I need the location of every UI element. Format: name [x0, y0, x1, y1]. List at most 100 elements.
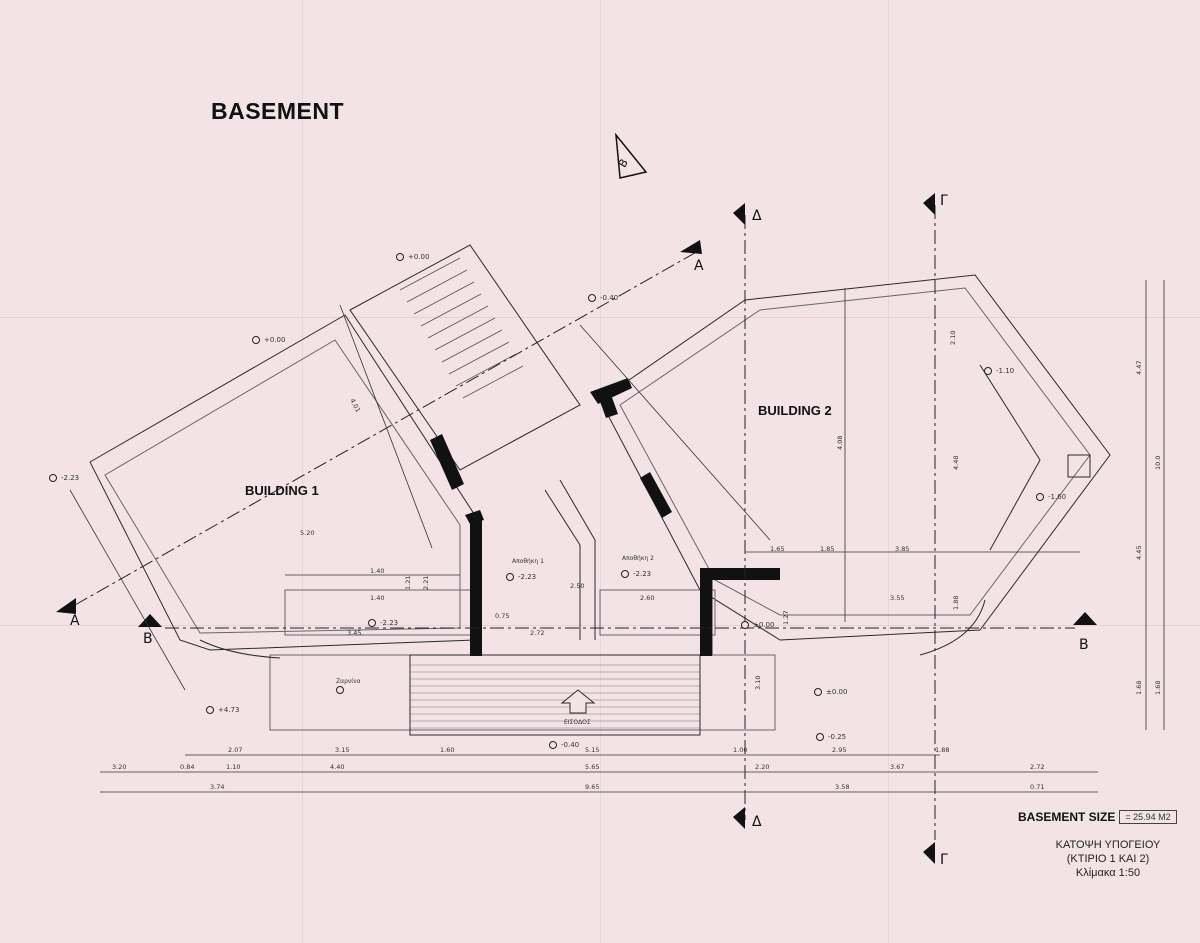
building-2-inner-wall [979, 364, 1041, 551]
svg-text:-2.23: -2.23 [380, 619, 398, 627]
svg-text:1.88: 1.88 [952, 596, 960, 610]
svg-text:4.48: 4.48 [952, 456, 960, 470]
caption-line-1: ΚΑΤΟΨΗ ΥΠΟΓΕΙΟΥ [1055, 839, 1161, 851]
partition [559, 479, 596, 640]
svg-text:B: B [616, 157, 631, 170]
entrance-arrow-icon [560, 689, 596, 714]
svg-text:4.47: 4.47 [1135, 361, 1143, 375]
section-marker-icon [923, 842, 935, 864]
building-2-label: BUILDING 2 [758, 403, 832, 418]
svg-text:2.60: 2.60 [640, 594, 654, 602]
svg-text:3.10: 3.10 [754, 676, 762, 690]
svg-text:4.01: 4.01 [348, 397, 362, 414]
svg-text:B: B [143, 631, 153, 647]
page-title: BASEMENT [211, 98, 345, 124]
svg-text:+0.00: +0.00 [264, 336, 285, 344]
fold-line [600, 0, 601, 943]
svg-text:Δ: Δ [752, 814, 762, 830]
svg-text:2.72: 2.72 [1030, 763, 1044, 771]
north-marker-icon [615, 132, 648, 179]
svg-text:1.40: 1.40 [370, 594, 384, 602]
basement-size-value: = 25.94 M2 [1119, 810, 1177, 824]
svg-text:4.45: 4.45 [1135, 546, 1143, 560]
svg-text:-2.23: -2.23 [518, 573, 536, 581]
svg-text:1.40: 1.40 [370, 567, 384, 575]
section-lines [74, 205, 1075, 840]
svg-text:2.72: 2.72 [530, 629, 544, 637]
section-marker-icon [56, 598, 76, 614]
svg-text:3.55: 3.55 [890, 594, 904, 602]
svg-text:0.71: 0.71 [1030, 783, 1044, 791]
svg-text:1.88: 1.88 [935, 746, 949, 754]
level-markers [49, 253, 1044, 749]
svg-text:A: A [694, 258, 704, 274]
svg-text:4.40: 4.40 [330, 763, 344, 771]
svg-text:1.21: 1.21 [404, 576, 412, 590]
room-labels: Αποθήκη 1 Αποθήκη 2 Ζαρνίνα ΕΙΣΟΔΟΣ [336, 555, 654, 726]
svg-text:2.20: 2.20 [755, 763, 769, 771]
svg-text:9.65: 9.65 [585, 783, 599, 791]
svg-text:10.0: 10.0 [1154, 456, 1162, 470]
svg-text:B: B [1079, 637, 1089, 653]
svg-text:5.20: 5.20 [300, 529, 314, 537]
section-marker-icon [733, 203, 745, 225]
svg-text:-0.40: -0.40 [600, 294, 618, 302]
svg-text:3.58: 3.58 [835, 783, 849, 791]
svg-text:+4.73: +4.73 [218, 706, 239, 714]
section-marker-icon [1073, 612, 1097, 625]
stair-treads [399, 257, 524, 399]
svg-text:Γ: Γ [940, 193, 948, 209]
svg-text:2.95: 2.95 [832, 746, 846, 754]
curve [919, 599, 986, 656]
svg-text:2.50: 2.50 [570, 582, 584, 590]
building-2-inner [619, 287, 1091, 616]
caption-line-3: Κλίμακα 1:50 [1075, 867, 1141, 879]
fold-line [888, 0, 889, 943]
svg-text:4.08: 4.08 [836, 436, 844, 450]
storage-2-box [599, 589, 716, 636]
svg-text:3.15: 3.15 [335, 746, 349, 754]
svg-text:Γ: Γ [940, 852, 948, 868]
svg-text:3.20: 3.20 [112, 763, 126, 771]
svg-text:1.27: 1.27 [782, 611, 790, 625]
svg-text:-2.23: -2.23 [61, 474, 79, 482]
svg-text:5.65: 5.65 [585, 763, 599, 771]
svg-text:A: A [70, 613, 80, 629]
svg-text:ΕΙΣΟΔΟΣ: ΕΙΣΟΔΟΣ [564, 719, 591, 726]
svg-text:-0.40: -0.40 [561, 741, 579, 749]
svg-text:0.75: 0.75 [495, 612, 509, 620]
svg-text:3.45: 3.45 [347, 629, 361, 637]
svg-text:3.67: 3.67 [890, 763, 904, 771]
svg-text:1.65: 1.65 [770, 545, 784, 553]
svg-text:2.21: 2.21 [422, 576, 430, 590]
section-marker-icon [733, 807, 745, 829]
svg-text:Αποθήκη 1: Αποθήκη 1 [512, 558, 544, 565]
level-labels: +0.00 -0.40 +0.00 -2.23 -2.23 -2.23 -2.2… [61, 253, 1066, 749]
svg-text:Δ: Δ [752, 208, 762, 224]
column [1067, 454, 1091, 478]
svg-text:±0.00: ±0.00 [753, 621, 774, 629]
section-marker-icon [923, 193, 935, 215]
svg-text:1.10: 1.10 [226, 763, 240, 771]
svg-text:-0.25: -0.25 [828, 733, 846, 741]
section-letters: Δ Δ Γ Γ A A B B B [70, 157, 1089, 868]
heavy-walls [430, 378, 780, 656]
svg-text:-1.10: -1.10 [996, 367, 1014, 375]
fold-line [302, 0, 303, 943]
svg-text:3.74: 3.74 [210, 783, 224, 791]
svg-text:1.60: 1.60 [440, 746, 454, 754]
building-2-outline [599, 274, 1111, 641]
basement-size-label: BASEMENT SIZE [1018, 810, 1116, 824]
section-marker-icon [680, 240, 702, 254]
dimension-lines [69, 280, 1165, 793]
section-markers [56, 193, 1097, 864]
svg-text:-1.60: -1.60 [1048, 493, 1066, 501]
svg-text:1.85: 1.85 [820, 545, 834, 553]
ramp-hatch [410, 664, 700, 729]
building-1-label: BUILDING 1 [245, 483, 319, 498]
svg-text:Ζαρνίνα: Ζαρνίνα [336, 678, 361, 685]
section-marker-icon [138, 614, 162, 627]
svg-text:3.85: 3.85 [895, 545, 909, 553]
entrance-ramp [409, 654, 701, 736]
